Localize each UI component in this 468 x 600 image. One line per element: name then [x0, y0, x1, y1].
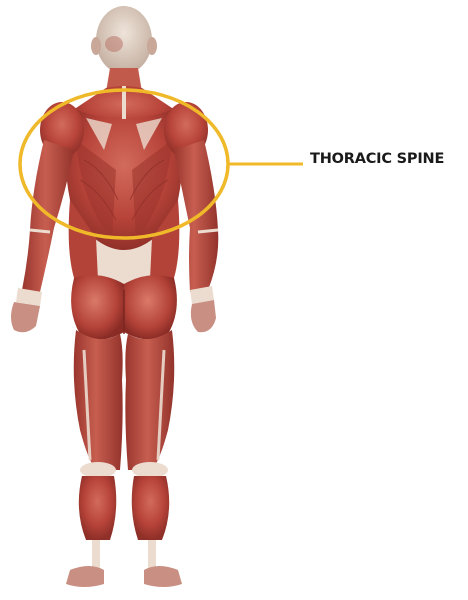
head — [91, 6, 157, 74]
right-leg — [125, 330, 182, 587]
right-arm — [174, 140, 218, 332]
glutes — [71, 275, 177, 339]
thoracic-spine-label: THORACIC SPINE — [310, 151, 444, 167]
left-leg — [66, 330, 123, 587]
